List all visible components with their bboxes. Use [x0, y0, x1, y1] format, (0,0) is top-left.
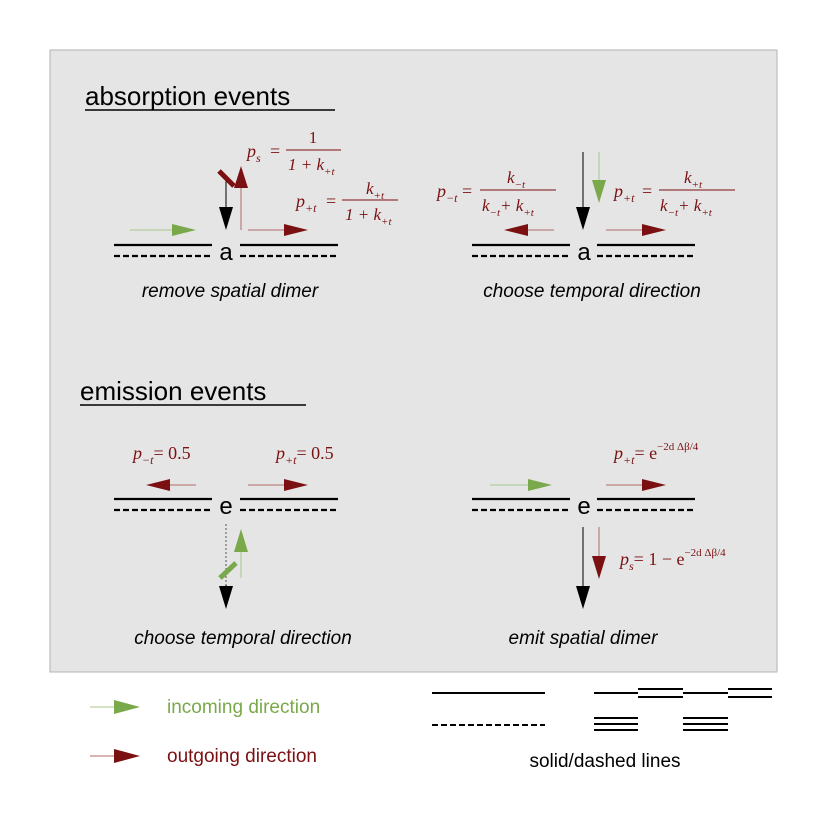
legend-outgoing-label: outgoing direction — [167, 746, 317, 767]
emission-heading: emission events — [80, 376, 266, 406]
pminus-formula: p−t= 0.5 — [131, 443, 191, 467]
spatial-dimer-arrowhead — [219, 207, 233, 230]
svg-text:p+t= e−2d Δβ/4: p+t= e−2d Δβ/4 — [612, 441, 699, 467]
outgoing-left-head — [146, 479, 170, 491]
svg-text:=: = — [642, 181, 652, 201]
svg-text:k+t: k+t — [684, 168, 703, 191]
blocked-bar — [217, 169, 236, 188]
emission-node: e — [219, 493, 232, 520]
incoming-down-head — [592, 180, 606, 203]
pplus-formula: p+t= e−2d Δβ/4 — [612, 441, 699, 467]
absorption-heading: absorption events — [85, 81, 290, 111]
temporal-down-arrowhead — [576, 207, 590, 230]
incoming-up-head — [234, 529, 248, 552]
svg-text:k−t+ k+t: k−t+ k+t — [482, 196, 535, 219]
incoming-arrow-head — [528, 479, 552, 491]
down-arrow-head — [219, 586, 233, 609]
ps-formula: ps= 1 − e−2d Δβ/4 — [618, 547, 726, 573]
svg-text:p−t= 0.5: p−t= 0.5 — [131, 443, 191, 467]
svg-text:k−t: k−t — [507, 168, 526, 191]
pminus-formula: p−t = k−t k−t+ k+t — [435, 168, 556, 219]
svg-text:=: = — [462, 181, 472, 201]
pplus-formula: p+t= 0.5 — [274, 443, 334, 467]
svg-text:=: = — [270, 141, 280, 161]
legend-incoming-arrow-icon — [114, 700, 140, 714]
emission-choose-temporal-direction: e p−t= 0.5 p+t= 0.5 choose temporal dire… — [114, 443, 352, 649]
emission-right-caption: emit spatial dimer — [509, 628, 659, 649]
outgoing-down-head — [592, 556, 606, 579]
svg-text:p+t= 0.5: p+t= 0.5 — [274, 443, 334, 467]
emission-node: e — [577, 493, 590, 520]
svg-text:p+t: p+t — [612, 181, 635, 205]
svg-text:ps= 1 − e−2d Δβ/4: ps= 1 − e−2d Δβ/4 — [618, 547, 726, 573]
emission-left-caption: choose temporal direction — [134, 628, 352, 649]
svg-text:1 + k+t: 1 + k+t — [345, 205, 392, 228]
svg-text:ps: ps — [245, 141, 261, 165]
absorption-right-caption: choose temporal direction — [483, 281, 701, 302]
outgoing-right-head — [642, 224, 666, 236]
legend: incoming direction outgoing direction so… — [90, 688, 772, 772]
outgoing-arrow-head — [642, 479, 666, 491]
outgoing-left-head — [504, 224, 528, 236]
absorption-node: a — [577, 239, 591, 266]
incoming-arrow-head — [172, 224, 196, 236]
svg-text:p+t: p+t — [294, 191, 317, 215]
legend-outgoing-arrow-icon — [114, 749, 140, 763]
blocked-bar — [218, 561, 238, 580]
svg-text:k+t: k+t — [366, 179, 385, 202]
svg-text:1: 1 — [309, 128, 318, 147]
svg-text:p−t: p−t — [435, 181, 458, 205]
svg-text:k−t+ k+t: k−t+ k+t — [660, 196, 713, 219]
outgoing-arrow-head — [284, 224, 308, 236]
legend-incoming-label: incoming direction — [167, 697, 320, 718]
pplus-formula: p+t = k+t k−t+ k+t — [612, 168, 735, 219]
absorption-choose-temporal-direction: a p−t = k−t k−t+ k+t p+t = k+t k−t+ k+t — [435, 152, 735, 302]
events-panel — [49, 49, 778, 673]
absorption-left-caption: remove spatial dimer — [142, 281, 319, 302]
outgoing-right-head — [284, 479, 308, 491]
ps-formula: ps = 1 1 + k+t — [245, 128, 341, 178]
absorption-remove-spatial-dimer: a ps = 1 1 + k+t p+t = k+t 1 + k+t — [114, 128, 398, 302]
svg-text:=: = — [326, 191, 336, 211]
spatial-dimer-down-head — [576, 586, 590, 609]
pt-formula: p+t = k+t 1 + k+t — [294, 179, 398, 228]
legend-lines-label: solid/dashed lines — [529, 751, 680, 772]
up-arrow-head — [234, 166, 248, 188]
svg-text:1 + k+t: 1 + k+t — [288, 155, 335, 178]
emission-emit-spatial-dimer: e p+t= e−2d Δβ/4 ps= 1 − e−2d Δβ/4 emit … — [472, 441, 726, 649]
absorption-node: a — [219, 239, 233, 266]
